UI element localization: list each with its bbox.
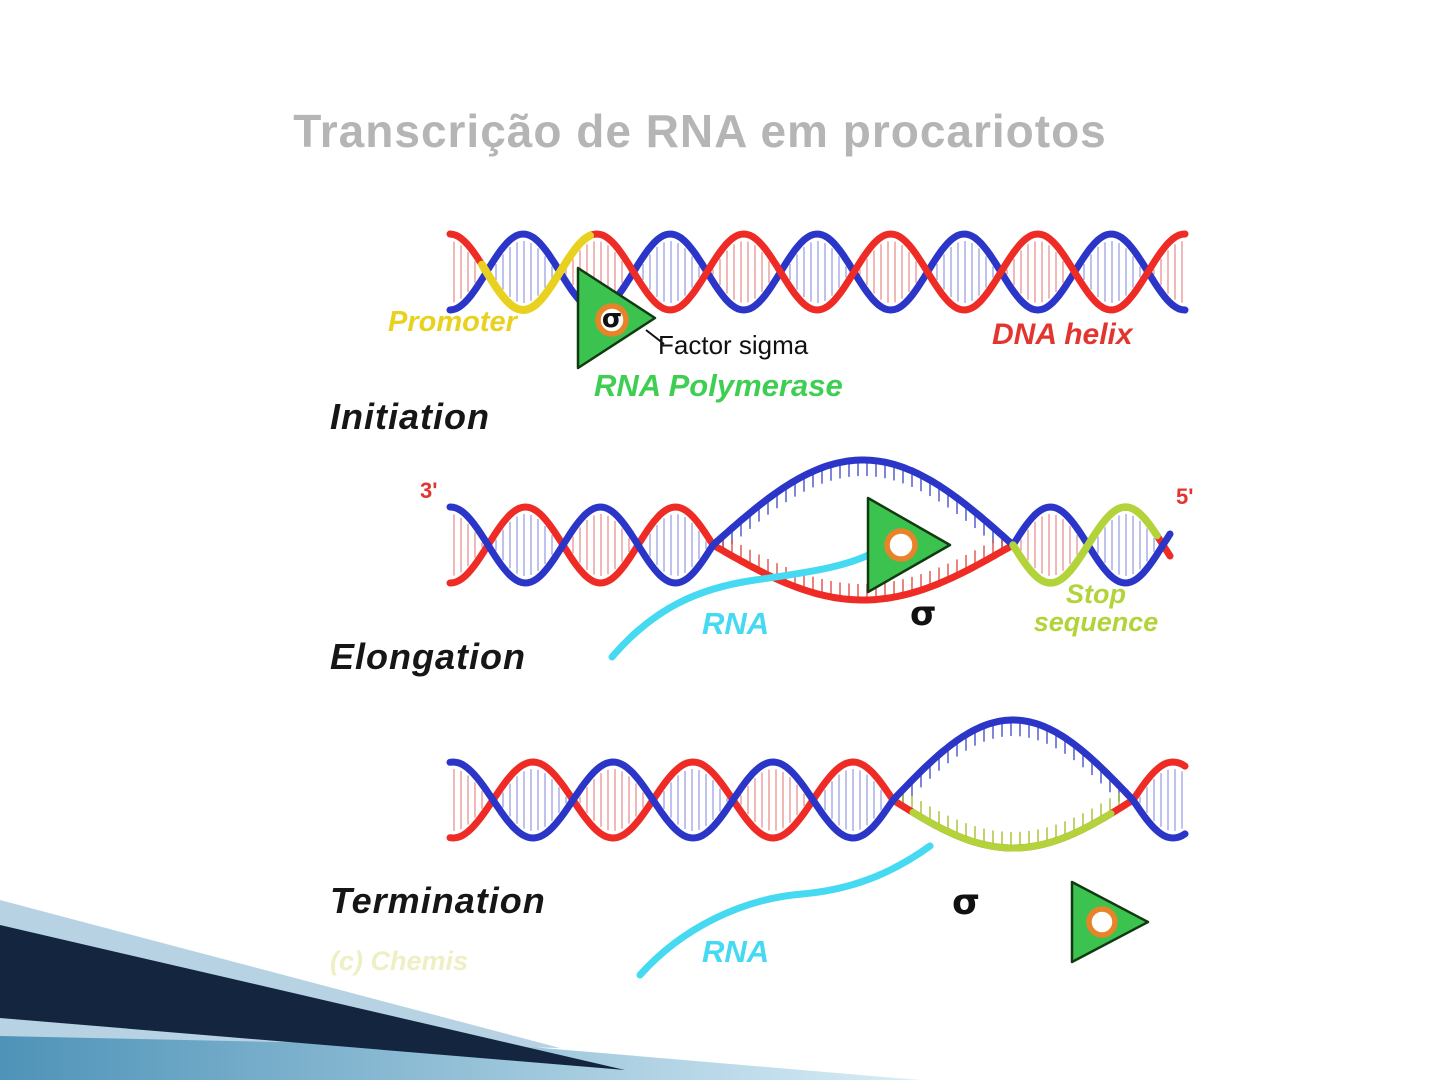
sigma-symbol-termination: σ — [952, 882, 981, 923]
rna-polymerase-label: RNA Polymerase — [594, 368, 843, 403]
credit-watermark: (c) Chemis — [330, 946, 469, 976]
rna-label-elongation: RNA — [702, 606, 770, 641]
slide-title: Transcrição de RNA em procariotos — [293, 105, 1107, 157]
stop-sequence-line2: sequence — [1033, 607, 1159, 638]
stage-elongation-label: Elongation — [330, 636, 526, 677]
promoter-label: Promoter — [388, 306, 517, 338]
rna-label-termination: RNA — [702, 934, 770, 969]
stop-sequence-line1: Stop — [1066, 579, 1126, 609]
three-prime-label: 3' — [420, 478, 438, 503]
stage-initiation-label: Initiation — [330, 396, 490, 437]
dna-helix-artwork — [446, 230, 1189, 979]
dna-helix-label: DNA helix — [992, 318, 1133, 351]
slide-decoration — [0, 900, 920, 1080]
five-prime-label: 5' — [1176, 484, 1194, 509]
stop-sequence-label: Stop sequence — [1008, 580, 1184, 637]
sigma-symbol-initiation: σ — [601, 303, 623, 334]
stage-termination-label: Termination — [330, 880, 546, 921]
decoration-navy-arrow — [0, 925, 625, 1070]
factor-sigma-label: Factor sigma — [658, 330, 809, 360]
sigma-symbol-elongation: σ — [910, 594, 937, 634]
